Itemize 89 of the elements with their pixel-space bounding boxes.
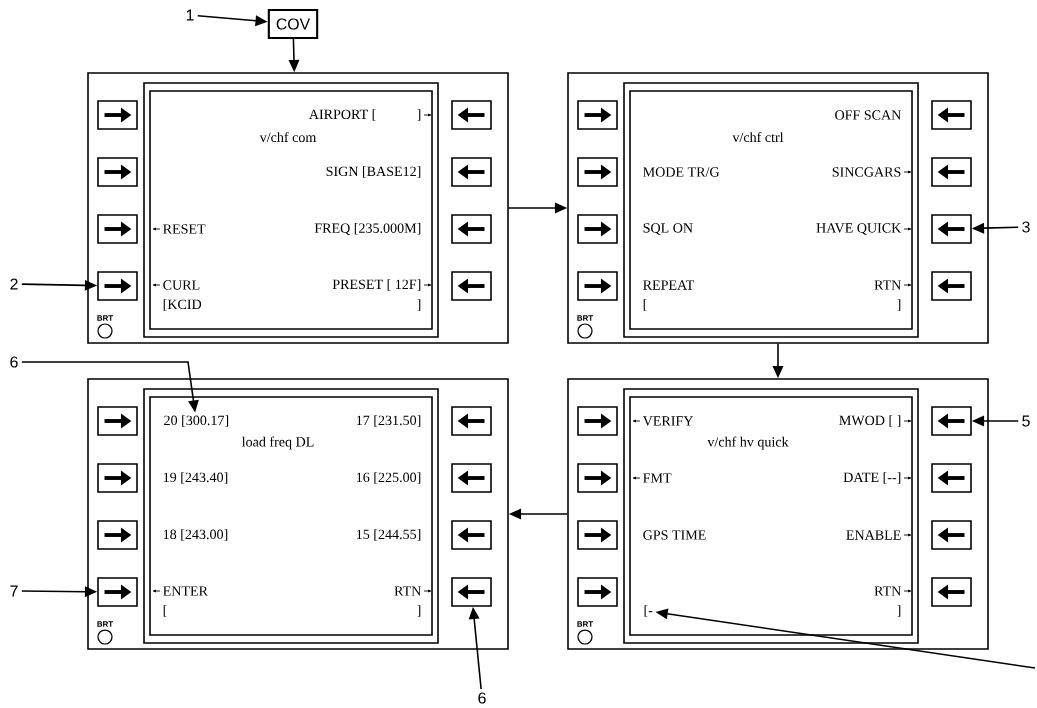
softkey-button [577, 406, 618, 436]
softkey-button [931, 406, 972, 436]
display-screen [143, 388, 439, 644]
softkey-button [451, 214, 492, 244]
screen-text: [- [644, 605, 653, 617]
softkey-button [931, 271, 972, 301]
callout-number: 2 [10, 278, 18, 290]
screen-text: HAVE QUICK [816, 223, 912, 235]
softkey-button [931, 100, 972, 130]
device-panel [87, 72, 509, 344]
screen-text: [KCID [163, 299, 202, 311]
screen-text: v/chf ctrl [732, 132, 784, 143]
softkey-button [577, 520, 618, 550]
screen-text: [ [163, 605, 167, 617]
softkey-button [97, 520, 138, 550]
screen-text: RTN [874, 280, 912, 290]
softkey-button [97, 271, 138, 301]
softkey-button [451, 520, 492, 550]
screen-text: v/chf hv quick [707, 436, 789, 450]
screen-text: CURL [152, 280, 200, 290]
softkey-button [97, 157, 138, 187]
screen-text: [ [643, 299, 647, 311]
softkey-button [931, 520, 972, 550]
screen-text: ] [417, 605, 421, 617]
softkey-button [931, 214, 972, 244]
screen-text: RTN [874, 586, 912, 596]
display-screen [623, 388, 919, 644]
softkey-button [577, 214, 618, 244]
screen-text: SQL ON [643, 223, 693, 235]
softkey-button [931, 157, 972, 187]
softkey-button [451, 271, 492, 301]
callout-number: 1 [186, 9, 194, 21]
screen-text: 20 [300.17] [164, 415, 229, 427]
callout-number: 3 [1022, 221, 1030, 233]
screen-text: SINCGARS [832, 167, 912, 177]
screen-text: REPEAT [643, 280, 694, 290]
softkey-button [97, 577, 138, 607]
softkey-button [451, 157, 492, 187]
screen-text: FREQ [235.000M] [314, 223, 421, 236]
screen-text: ENTER [152, 586, 208, 596]
device-panel [87, 378, 509, 650]
softkey-button [97, 100, 138, 130]
screen-text: OFF SCAN [835, 110, 901, 120]
screen-text: 19 [243.40] [163, 472, 228, 484]
screen-text: RTN [394, 586, 432, 596]
screen-text: ] [897, 605, 901, 617]
screen-text: ENABLE [846, 530, 912, 540]
screen-text: load freq DL [241, 436, 314, 450]
softkey-button [931, 463, 972, 493]
device-panel [567, 72, 989, 344]
screen-text: ] [417, 109, 432, 121]
softkey-button [97, 214, 138, 244]
callout-number: 5 [1022, 415, 1030, 427]
screen-text: 16 [225.00] [357, 472, 421, 484]
softkey-button [577, 577, 618, 607]
screen-text: MWOD [ ] [839, 415, 912, 427]
softkey-button [451, 406, 492, 436]
softkey-button [577, 463, 618, 493]
softkey-button [577, 271, 618, 301]
key-box: COV [267, 8, 319, 40]
softkey-button [451, 463, 492, 493]
screen-text: MODE TR/G [643, 167, 720, 177]
screen-text: ] [897, 299, 901, 311]
softkey-button [97, 406, 138, 436]
screen-text: DATE [--] [843, 472, 912, 484]
screen-text: 18 [243.00] [163, 529, 228, 541]
screen-text: SIGN [BASE12] [326, 166, 421, 178]
callout-number: 6 [10, 356, 18, 368]
device-panel [567, 378, 989, 650]
softkey-button [577, 157, 618, 187]
screen-text: 17 [231.50] [357, 415, 421, 427]
screen-text: FMT [632, 473, 672, 483]
softkey-button [931, 577, 972, 607]
softkey-button [97, 463, 138, 493]
screen-text: VERIFY [632, 416, 694, 426]
screen-text: 15 [244.55] [357, 529, 421, 541]
display-screen [143, 82, 439, 338]
softkey-button [451, 100, 492, 130]
screen-text: RESET [152, 224, 206, 234]
softkey-button [577, 100, 618, 130]
screen-text: AIRPORT [ [308, 109, 376, 121]
display-screen [623, 82, 919, 338]
screen-text: v/chf com [259, 132, 317, 143]
screen-text: ] [417, 299, 421, 311]
screen-text: GPS TIME [643, 530, 706, 540]
screen-text: PRESET [ 12F] [332, 279, 432, 291]
callout-number: 6 [478, 692, 486, 704]
callout-number: 7 [10, 585, 18, 597]
softkey-button [451, 577, 492, 607]
